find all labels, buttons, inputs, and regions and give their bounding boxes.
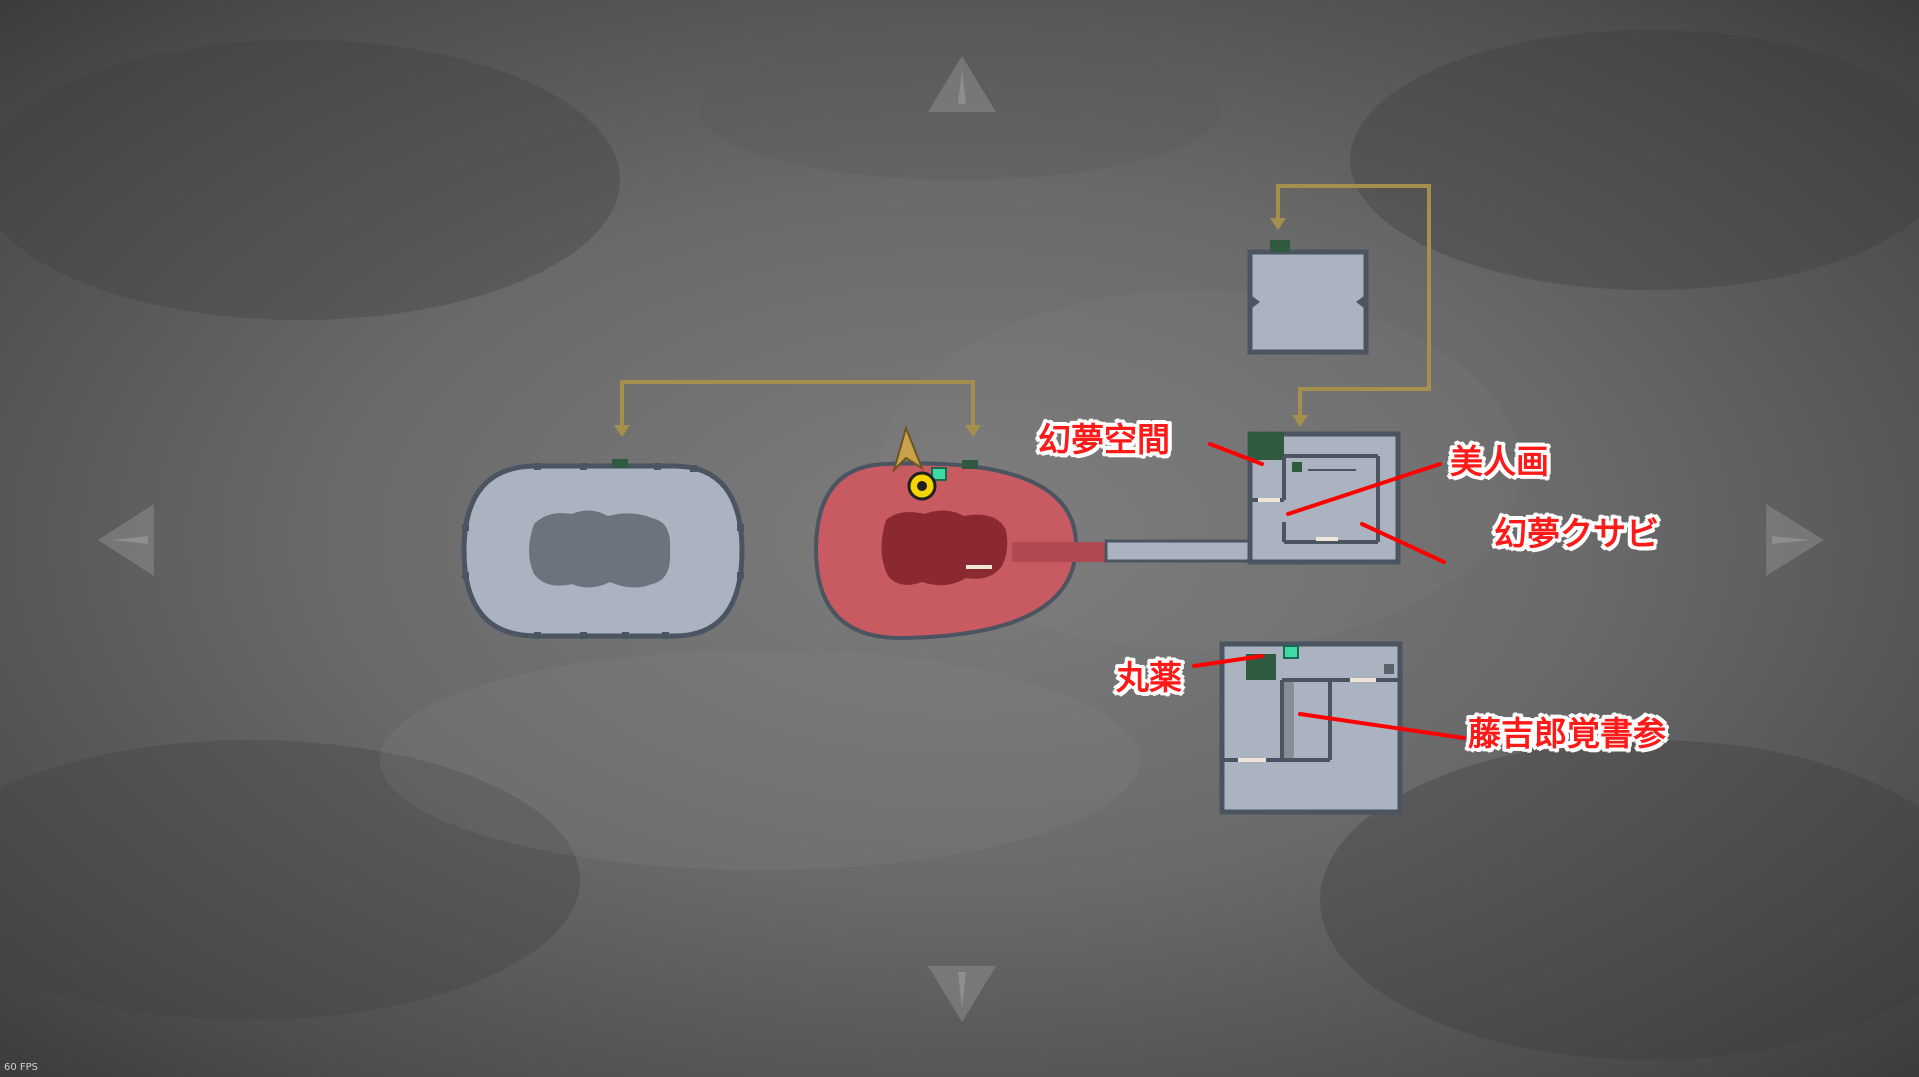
item-marker-center[interactable] xyxy=(931,467,947,481)
callout-line-tokichiro xyxy=(1298,712,1466,740)
connector-right xyxy=(1270,184,1431,427)
callout-line-genmu-kukan xyxy=(1208,442,1264,466)
room-left-oval xyxy=(461,459,745,639)
room-top-small xyxy=(1247,240,1369,355)
item-marker-lower[interactable] xyxy=(1283,645,1299,659)
callout-line-ganyaku xyxy=(1192,654,1264,668)
corridor xyxy=(1104,539,1252,563)
label-genmu-kukan: 幻夢空間 xyxy=(1038,420,1170,459)
nav-right-arrow[interactable] xyxy=(1766,504,1824,576)
nav-down-arrow[interactable] xyxy=(928,966,996,1022)
label-bijinga: 美人画 xyxy=(1450,442,1549,481)
callout-lines xyxy=(1192,442,1466,740)
nav-left-arrow[interactable] xyxy=(98,504,154,576)
callout-line-bijinga xyxy=(1286,462,1442,516)
label-tokichiro-oboegaki: 藤吉郎覚書参 xyxy=(1468,714,1666,753)
label-ganyaku: 丸薬 xyxy=(1116,658,1182,697)
room-complex-lower xyxy=(1219,641,1403,815)
label-genmu-kusabi: 幻夢クサビ xyxy=(1494,514,1659,553)
connector-left xyxy=(614,380,981,437)
room-center-oval-explored xyxy=(813,460,1108,641)
nav-up-arrow[interactable] xyxy=(928,56,996,112)
fps-counter: 60 FPS xyxy=(4,1062,39,1073)
room-complex-upper xyxy=(1247,431,1401,565)
callout-line-genmu-kusabi xyxy=(1360,522,1446,564)
player-marker-icon xyxy=(891,424,937,501)
